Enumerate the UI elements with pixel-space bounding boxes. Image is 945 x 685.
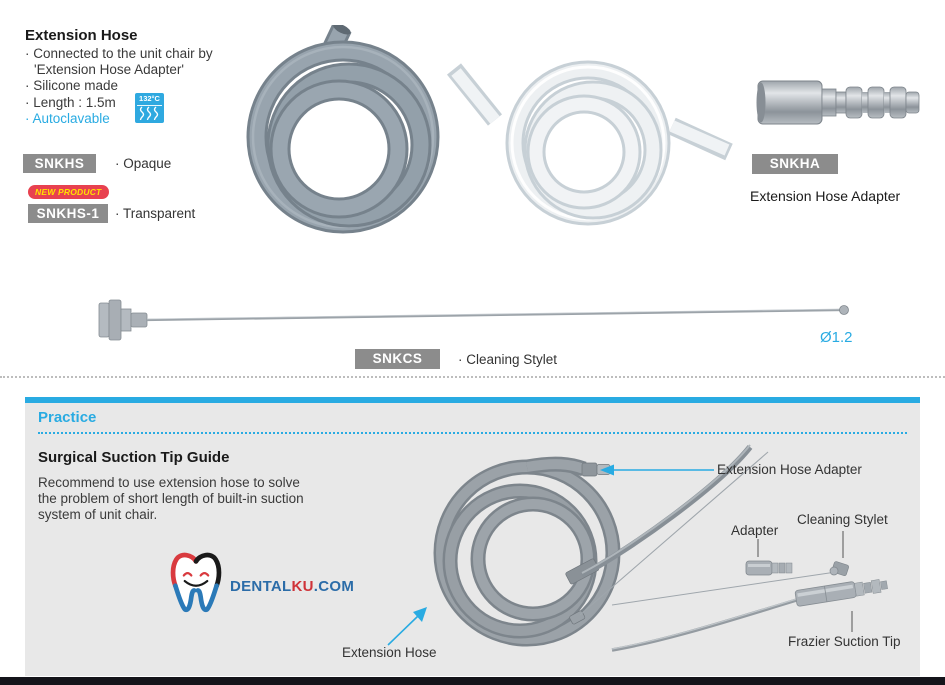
tooth-logo-icon bbox=[170, 552, 222, 613]
practice-hose-adapter bbox=[581, 462, 611, 477]
label-extension-hose: Extension Hose bbox=[342, 645, 437, 660]
product-code-badge-snkhs1: SNKHS-1 bbox=[28, 204, 108, 223]
label-extension-hose-adapter: Extension Hose Adapter bbox=[717, 462, 862, 477]
cleaning-stylet-image bbox=[98, 299, 849, 341]
autoclave-temp-label: 132°C bbox=[137, 94, 162, 106]
product-code-badge-snkhs: SNKHS bbox=[23, 154, 96, 173]
label-adapter: Adapter bbox=[731, 523, 779, 538]
practice-hose-coil bbox=[433, 456, 621, 647]
product-code-badge-snkcs: SNKCS bbox=[355, 349, 440, 369]
new-product-badge: NEW PRODUCT bbox=[28, 185, 110, 199]
footer-bar bbox=[0, 677, 945, 685]
guide-title: Surgical Suction Tip Guide bbox=[38, 449, 230, 466]
practice-illustration bbox=[387, 444, 888, 652]
product-desc-transparent: · Transparent bbox=[115, 206, 196, 221]
dentalku-logo: DENTALKU.COM bbox=[166, 549, 354, 615]
logo-text-dental: DENTAL bbox=[230, 577, 292, 595]
diameter-label: Ø1.2 bbox=[820, 329, 853, 346]
practice-section: Practice Surgical Suction Tip Guide Reco… bbox=[25, 397, 920, 676]
product-code-badge-snkha: SNKHA bbox=[752, 154, 838, 174]
logo-text-ku: KU bbox=[291, 577, 314, 595]
practice-small-adapter bbox=[745, 539, 793, 576]
guide-line: system of unit chair. bbox=[38, 507, 158, 522]
section-divider bbox=[0, 376, 945, 378]
practice-divider bbox=[38, 432, 907, 434]
feature-item: · Silicone made bbox=[25, 78, 119, 94]
product-desc-opaque: · Opaque bbox=[115, 156, 172, 171]
practice-section-title: Practice bbox=[38, 409, 97, 426]
feature-list: · Connected to the unit chair by 'Extens… bbox=[25, 46, 213, 127]
practice-frazier-tip bbox=[611, 579, 888, 652]
feature-item: · Connected to the unit chair by bbox=[25, 46, 213, 61]
opaque-hose-image bbox=[246, 25, 440, 234]
label-cleaning-stylet: Cleaning Stylet bbox=[797, 512, 888, 527]
practice-small-stylet bbox=[611, 531, 849, 606]
blue-arrow-icon bbox=[387, 607, 427, 646]
steam-waves-icon bbox=[139, 106, 159, 121]
guide-line: the problem of short length of built-in … bbox=[38, 491, 304, 506]
guide-paragraph: Recommend to use extension hose to solve… bbox=[38, 475, 304, 523]
logo-text-com: .COM bbox=[313, 577, 355, 595]
product-desc-cleaning-stylet: · Cleaning Stylet bbox=[458, 352, 558, 367]
guide-line: Recommend to use extension hose to solve bbox=[38, 475, 300, 490]
feature-item: · Length : 1.5m bbox=[25, 94, 116, 110]
blue-arrow-icon bbox=[600, 464, 714, 476]
feature-item-autoclavable: · Autoclavable bbox=[25, 110, 110, 126]
transparent-hose-image bbox=[446, 60, 733, 226]
adapter-product-name: Extension Hose Adapter bbox=[750, 188, 901, 204]
autoclave-icon: 132°C bbox=[135, 93, 164, 123]
page-title: Extension Hose bbox=[25, 27, 138, 44]
adapter-image bbox=[756, 80, 920, 125]
practice-top-accent-bar bbox=[25, 397, 920, 403]
dentalku-logo-text: DENTALKU.COM bbox=[230, 578, 354, 595]
feature-item: 'Extension Hose Adapter' bbox=[34, 62, 184, 78]
practice-suction-tip bbox=[565, 444, 769, 625]
label-frazier-suction-tip: Frazier Suction Tip bbox=[788, 634, 901, 649]
